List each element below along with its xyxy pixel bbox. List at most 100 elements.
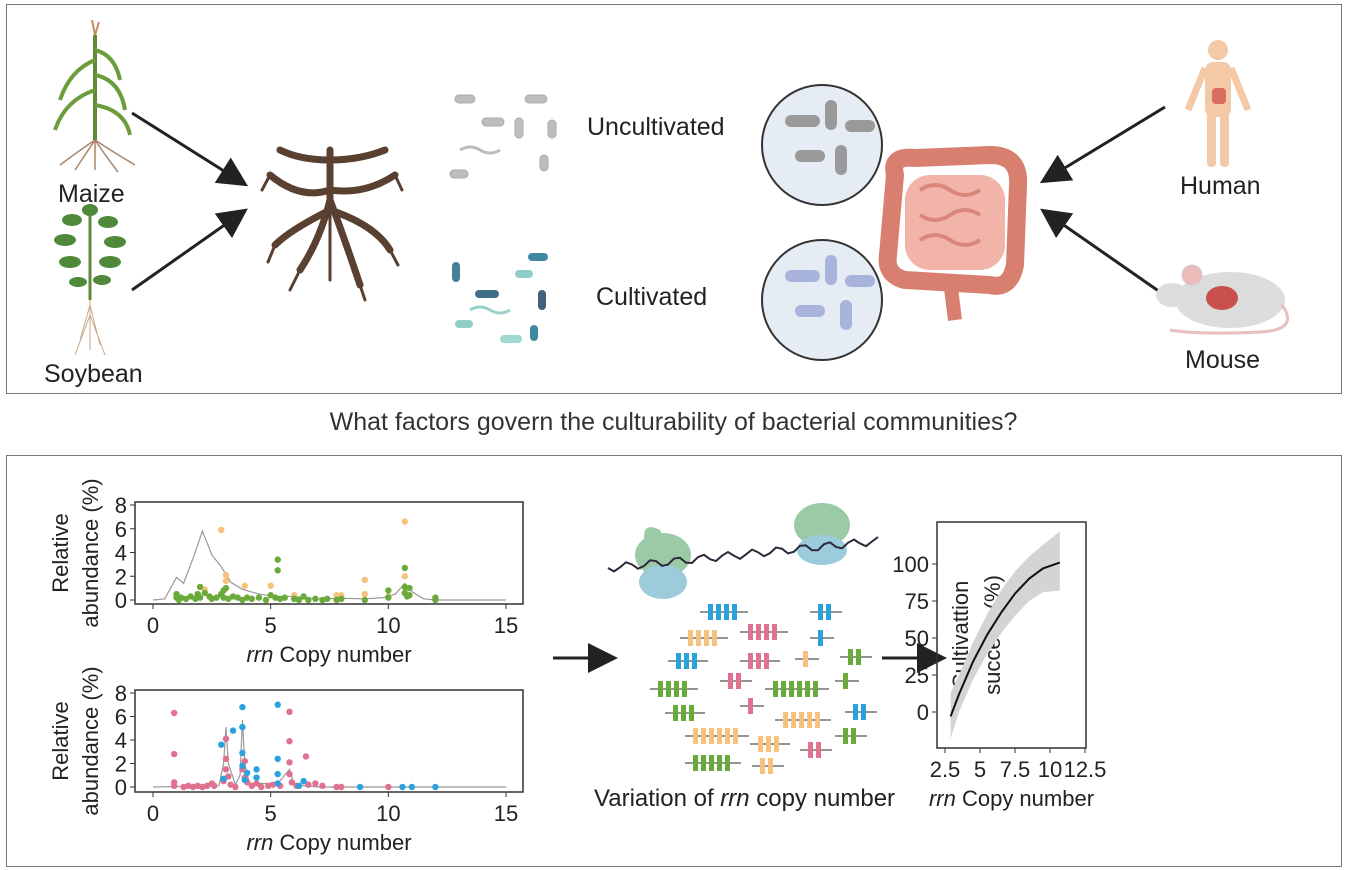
- rrn-copy: [708, 604, 713, 620]
- uncultivated-microscope-circle: [761, 84, 883, 206]
- maize-icon: [53, 19, 136, 173]
- data-point-blue: [356, 783, 364, 791]
- data-point-green: [196, 594, 204, 601]
- confidence-band: [950, 531, 1060, 739]
- data-point-green: [300, 593, 307, 600]
- data-point-orange: [361, 590, 368, 598]
- data-point-orange: [241, 582, 248, 589]
- data-point-green: [248, 595, 256, 603]
- data-point-pink: [338, 783, 345, 791]
- data-point-blue: [274, 755, 281, 762]
- y-tick-label: 75: [905, 589, 929, 614]
- x-tick-label: 10: [376, 613, 400, 638]
- x-tick-label: 0: [147, 613, 159, 638]
- rrn-copy: [783, 712, 788, 728]
- data-point-blue: [241, 776, 248, 784]
- rrn-copy: [756, 653, 761, 669]
- rrn-copy: [808, 742, 813, 758]
- x-axis-label: rrn Copy number: [246, 830, 411, 855]
- data-point-orange: [222, 577, 230, 585]
- rrn-copy: [807, 712, 812, 728]
- data-point-pink: [312, 780, 319, 787]
- y-tick-label: 0: [115, 588, 127, 613]
- data-point-orange: [222, 571, 230, 579]
- rrn-copy: [772, 624, 777, 640]
- data-point-pink: [286, 770, 293, 778]
- rrn-copy: [666, 681, 671, 697]
- rrn-copy: [791, 712, 796, 728]
- rrn-copy: [728, 673, 733, 689]
- rrn-copy: [774, 736, 779, 752]
- y-tick-label: 0: [115, 775, 127, 800]
- rrn-copy: [658, 681, 663, 697]
- variation-label-prefix: Variation of: [594, 785, 721, 812]
- data-point-blue: [432, 783, 439, 791]
- label-mouse: Mouse: [1185, 346, 1261, 374]
- rrn-copy: [673, 705, 678, 721]
- uncultivated-bacteria-icon: [449, 94, 557, 179]
- data-point-pink: [288, 779, 296, 786]
- y-tick-label: 4: [115, 541, 127, 566]
- data-point-pink: [305, 781, 312, 788]
- rrn-copy: [748, 653, 753, 669]
- rrn-copy: [701, 755, 706, 771]
- fit-line: [949, 561, 1061, 717]
- data-point-blue: [253, 774, 260, 781]
- rrn-copy: [758, 736, 763, 752]
- rrn-copy: [696, 630, 701, 646]
- data-point-green: [323, 595, 331, 603]
- rrn-copy: [764, 624, 769, 640]
- rrn-copy: [851, 728, 856, 744]
- data-point-green: [305, 596, 312, 604]
- rrn-copy: [732, 604, 737, 620]
- data-point-pink: [222, 766, 230, 773]
- rrn-copy: [709, 728, 714, 744]
- ribosome-mrna-icon: [607, 503, 879, 599]
- y-tick-label: 100: [892, 552, 929, 577]
- data-point-blue: [243, 769, 251, 777]
- data-point-pink: [222, 755, 230, 762]
- data-point-blue: [229, 727, 237, 734]
- rrn-copy: [712, 630, 717, 646]
- rrn-copy: [760, 758, 765, 774]
- data-point-green: [406, 592, 413, 599]
- rrn-operon-diagram: [650, 604, 877, 774]
- data-point-pink: [170, 709, 178, 717]
- data-point-orange: [333, 592, 340, 599]
- data-point-blue: [408, 783, 416, 791]
- data-point-green: [213, 594, 220, 601]
- rrn-copy: [674, 681, 679, 697]
- human-icon: [1184, 40, 1252, 167]
- y-axis-label-line1: Relative: [48, 701, 73, 780]
- y-tick-label: 4: [115, 728, 127, 753]
- rrn-copy: [805, 681, 810, 697]
- top-panel: [6, 4, 1342, 394]
- rrn-copy: [688, 630, 693, 646]
- rrn-copy: [701, 728, 706, 744]
- plot-frame: [936, 521, 1087, 749]
- bottom-panel: [6, 455, 1342, 867]
- x-tick-label: 10: [376, 801, 400, 826]
- rrn-copy: [693, 755, 698, 771]
- data-point-blue: [274, 770, 281, 778]
- variation-label-italic: rrn: [720, 785, 750, 812]
- data-point-green: [267, 592, 274, 599]
- variation-label: Variation of rrn copy number: [594, 785, 895, 813]
- data-point-green: [234, 594, 241, 601]
- data-point-pink: [333, 783, 340, 791]
- y-tick-label: 25: [905, 663, 929, 688]
- rrn-copy: [682, 681, 687, 697]
- y-tick-label: 6: [115, 517, 127, 542]
- data-point-green: [361, 596, 368, 604]
- data-point-pink: [232, 783, 239, 791]
- rrn-copy: [789, 681, 794, 697]
- data-point-pink: [222, 735, 230, 743]
- data-point-pink: [302, 753, 310, 760]
- rrn-copy: [803, 651, 808, 667]
- rrn-copy: [733, 728, 738, 744]
- arrow-maize-to-root: [131, 111, 249, 187]
- data-point-pink: [286, 759, 293, 766]
- data-point-blue: [239, 749, 246, 757]
- label-cultivated: Cultivated: [596, 283, 708, 311]
